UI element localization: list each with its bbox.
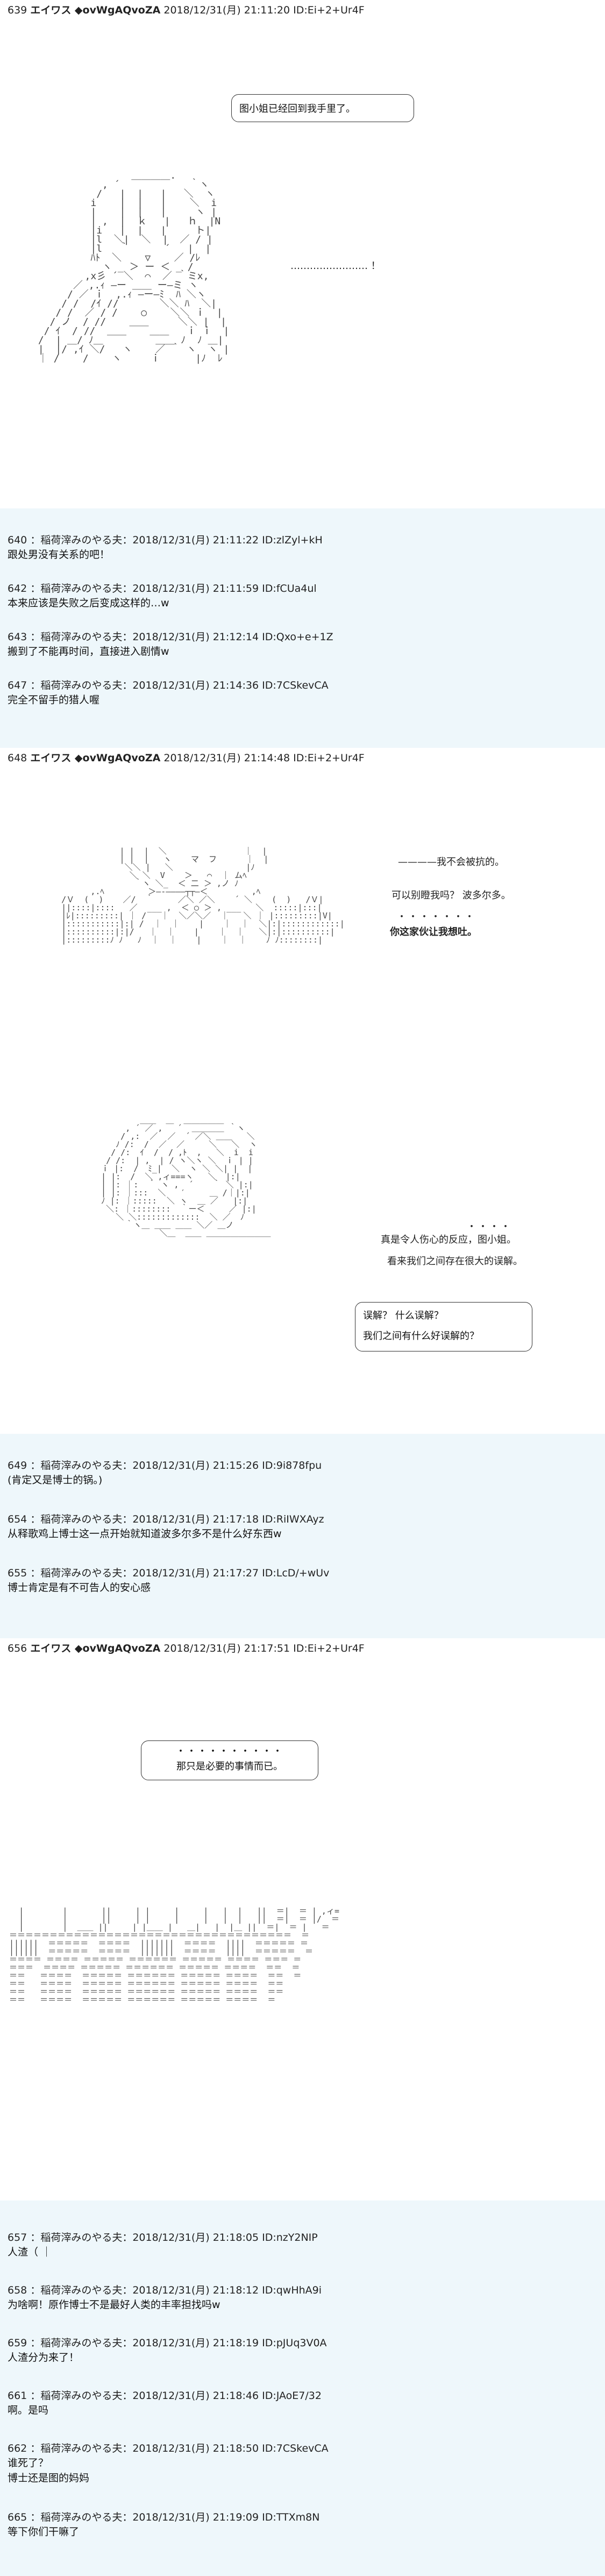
reply-655: 655 ：稲荷滓みのやる夫：2018/12/31(月) 21:17:27 ID:… bbox=[8, 1567, 330, 1594]
reply-657: 657 ：稲荷滓みのやる夫：2018/12/31(月) 21:18:05 ID:… bbox=[8, 2232, 318, 2258]
speech-text: 可以别瞪我吗？ 波多尔多。 bbox=[392, 890, 511, 901]
speech-text: 你这家伙让我想吐。 bbox=[390, 926, 477, 938]
ascii-art-figure: ＿＿ ＿ ＿＿＿＿＿ , ´ ／ , ´ ＿＿＿＿ ｀ヽ / ,: ／ ／ ´ … bbox=[101, 1115, 271, 1238]
reply-647: 647 ：稲荷滓みのやる夫：2018/12/31(月) 21:14:36 ID:… bbox=[8, 680, 329, 706]
post-639: 639 エイワス ◆ovWgAQvoZA 2018/12/31(月) 21:11… bbox=[0, 0, 605, 508]
post-656: 656 エイワス ◆ovWgAQvoZA 2018/12/31(月) 21:17… bbox=[0, 1638, 605, 2200]
ascii-art-group: | | | ＼ ｜ | | | | ヽ マ フ ｜ | ＼＼ | ＼ |ﾉ ＼ … bbox=[61, 846, 345, 945]
speech-text: ・・・・・・・ bbox=[397, 911, 476, 923]
reply-661: 661 ：稲荷滓みのやる夫：2018/12/31(月) 21:18:46 ID:… bbox=[8, 2390, 322, 2416]
post-header: 639 エイワス ◆ovWgAQvoZA 2018/12/31(月) 21:11… bbox=[8, 4, 365, 16]
reply-block: 649 ：稲荷滓みのやる夫：2018/12/31(月) 21:15:26 ID:… bbox=[0, 1434, 605, 1638]
speech-text: …………………… ！ bbox=[290, 260, 381, 272]
ascii-art-scene: | | || | | | | | | || ＝| ＝ | ,ィ= | | || … bbox=[9, 1906, 339, 2005]
post-header: 648 エイワス ◆ovWgAQvoZA 2018/12/31(月) 21:14… bbox=[8, 752, 365, 764]
speech-text: 看来我们之间存在很大的误解。 bbox=[387, 1256, 523, 1267]
reply-658: 658 ：稲荷滓みのやる夫：2018/12/31(月) 21:18:12 ID:… bbox=[8, 2284, 322, 2311]
reply-665: 665 ：稲荷滓みのやる夫：2018/12/31(月) 21:19:09 ID:… bbox=[8, 2511, 320, 2538]
reply-block: 640 ：稲荷滓みのやる夫：2018/12/31(月) 21:11:22 ID:… bbox=[0, 508, 605, 748]
reply-642: 642 ：稲荷滓みのやる夫：2018/12/31(月) 21:11:59 ID:… bbox=[8, 583, 317, 609]
speech-bubble: ・・・・・・・・・・ 那只是必要的事情而已。 bbox=[141, 1740, 318, 1780]
post-header: 656 エイワス ◆ovWgAQvoZA 2018/12/31(月) 21:17… bbox=[8, 1643, 365, 1654]
reply-654: 654 ：稲荷滓みのやる夫：2018/12/31(月) 21:17:18 ID:… bbox=[8, 1513, 324, 1540]
speech-text: ・・・・ bbox=[467, 1221, 512, 1233]
speech-text: 真是令人伤心的反应，图小姐。 bbox=[381, 1234, 516, 1245]
ascii-art-figure: ＿＿＿＿. , ´ ｀ヽ / | | | ＼ ヽ i | | | ＼ i | |… bbox=[38, 170, 230, 364]
reply-649: 649 ：稲荷滓みのやる夫：2018/12/31(月) 21:15:26 ID:… bbox=[8, 1460, 322, 1486]
reply-643: 643 ：稲荷滓みのやる夫：2018/12/31(月) 21:12:14 ID:… bbox=[8, 631, 333, 657]
reply-block: 657 ：稲荷滓みのやる夫：2018/12/31(月) 21:18:05 ID:… bbox=[0, 2200, 605, 2576]
reply-640: 640 ：稲荷滓みのやる夫：2018/12/31(月) 21:11:22 ID:… bbox=[8, 534, 323, 561]
reply-662: 662 ：稲荷滓みのやる夫：2018/12/31(月) 21:18:50 ID:… bbox=[8, 2443, 329, 2484]
speech-text: ————我不会被抗的。 bbox=[398, 857, 504, 868]
speech-bubble: 图小姐已经回到我手里了。 bbox=[231, 94, 414, 122]
speech-bubble: 误解？ 什么误解？ 我们之间有什么好误解的？ bbox=[355, 1302, 532, 1351]
reply-659: 659 ：稲荷滓みのやる夫：2018/12/31(月) 21:18:19 ID:… bbox=[8, 2337, 327, 2363]
